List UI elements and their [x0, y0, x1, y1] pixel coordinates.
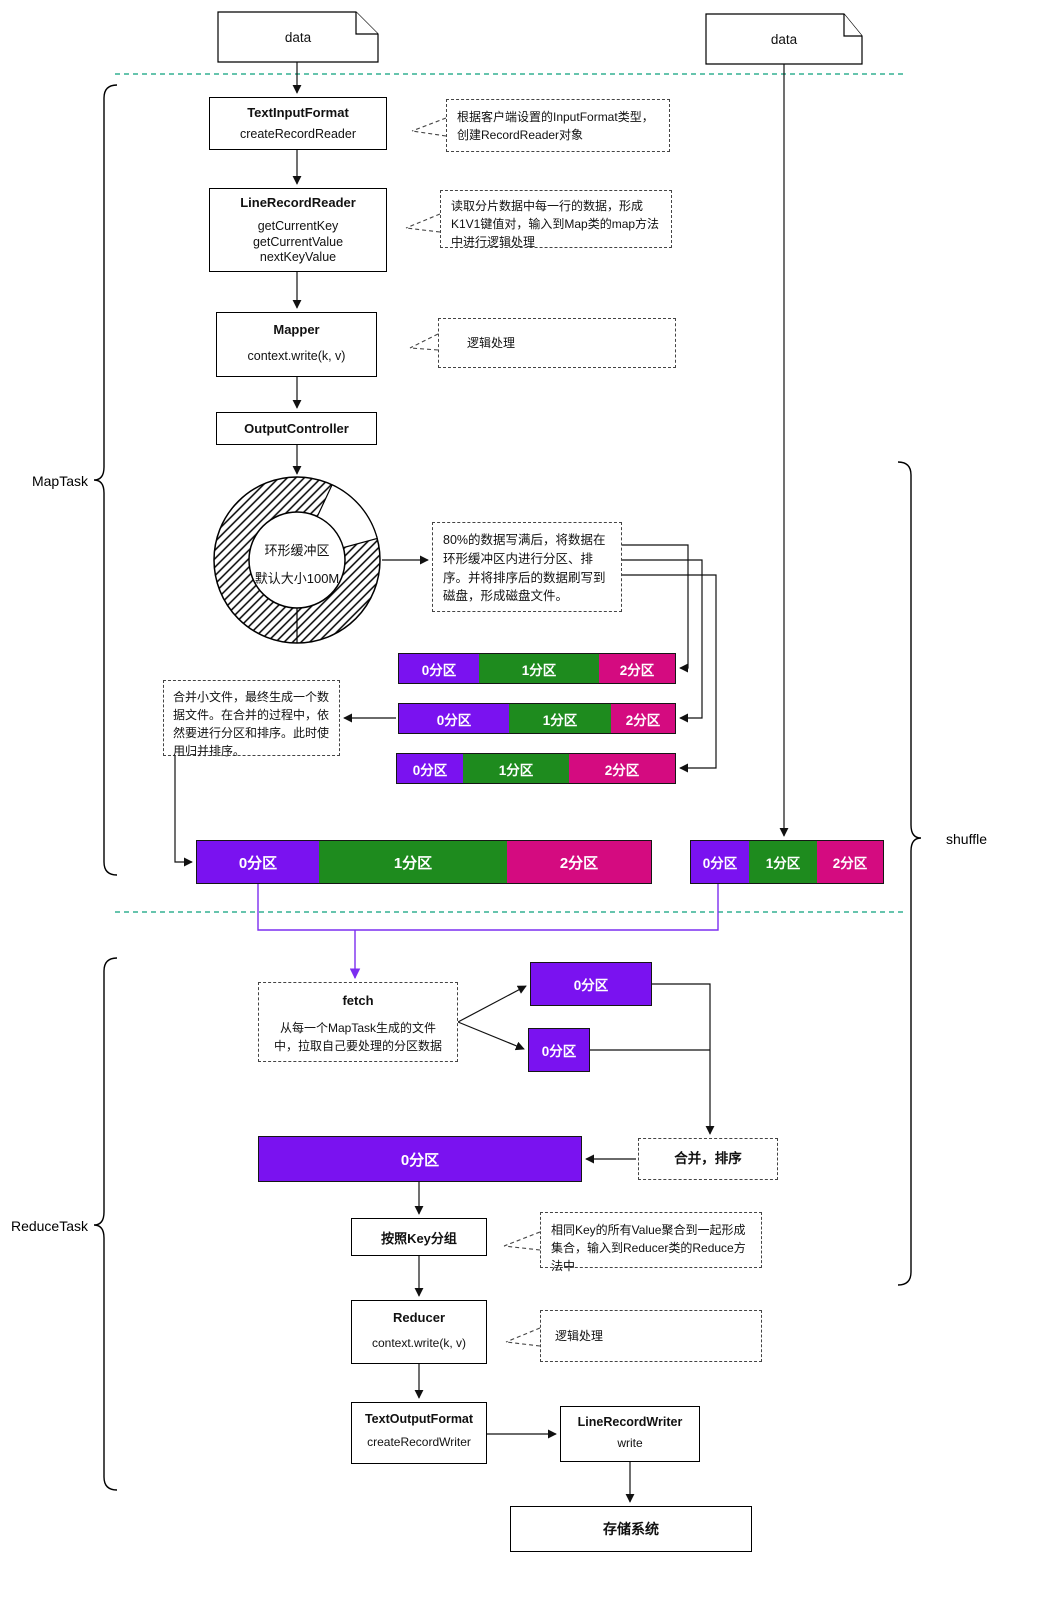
node-title: TextInputFormat [247, 105, 349, 120]
node-title: fetch [342, 993, 374, 1008]
partition-2-segment: 2分区 [569, 754, 675, 783]
node-method: nextKeyValue [259, 250, 337, 265]
spill-file-row-1: 0分区 1分区 2分区 [398, 653, 676, 684]
callout-tails [405, 117, 541, 1347]
node-title: LineRecordWriter [577, 1415, 683, 1429]
node-title: Reducer [392, 1310, 446, 1325]
fetch-description: 从每一个MapTask生成的文件中，拉取自己要处理的分区数据 [273, 1020, 442, 1053]
maptask-brace [93, 84, 118, 876]
ring-buffer-label: 环形缓冲区 [264, 543, 330, 558]
data-file-right-label: data [770, 31, 798, 47]
partition-0-segment: 0分区 [397, 754, 463, 783]
partition-2-segment: 2分区 [599, 654, 675, 683]
partition-0-segment: 0分区 [399, 704, 509, 733]
partition-1-segment: 1分区 [463, 754, 569, 783]
output-controller-node: OutputController [216, 412, 377, 445]
reducetask-label: ReduceTask [10, 1218, 88, 1234]
annotation-record-reader: 读取分片数据中每一行的数据，形成K1V1键值对，输入到Map类的map方法中进行… [440, 190, 672, 249]
partition-1-segment: 1分区 [509, 704, 611, 733]
node-title: OutputController [244, 421, 349, 436]
line-record-writer-node: LineRecordWriter write [560, 1406, 700, 1462]
ring-buffer-donut [213, 476, 381, 644]
node-title: 存储系统 [603, 1521, 659, 1537]
shuffle-label: shuffle [946, 831, 987, 847]
shuffle-connectors [257, 884, 719, 980]
node-title: Mapper [273, 322, 320, 337]
spill-file-row-3: 0分区 1分区 2分区 [396, 753, 676, 784]
data-file-icon-left [217, 11, 379, 63]
node-method: context.write(k, v) [247, 349, 346, 363]
data-file-icon-right [705, 13, 863, 65]
reducetask-brace [93, 957, 118, 1491]
shuffle-brace [897, 461, 922, 1286]
node-title: TextOutputFormat [364, 1412, 474, 1426]
merged-map-output-bar: 0分区 1分区 2分区 [196, 840, 652, 884]
reducer-node: Reducer context.write(k, v) [351, 1300, 487, 1364]
partition-2-segment: 2分区 [611, 704, 675, 733]
node-title: LineRecordReader [240, 195, 356, 210]
partition-0-segment: 0分区 [197, 841, 319, 883]
fetched-partition-box-2: 0分区 [528, 1028, 590, 1072]
fetched-partition-box-1: 0分区 [530, 962, 652, 1006]
data-file-left-label: data [284, 29, 312, 45]
node-method: createRecordReader [239, 127, 357, 141]
annotation-group: 相同Key的所有Value聚合到一起形成集合，输入到Reducer类的Reduc… [540, 1212, 762, 1273]
partition-1-segment: 1分区 [319, 841, 507, 883]
node-method: context.write(k, v) [371, 1336, 467, 1350]
partition-1-segment: 1分区 [749, 841, 817, 883]
partition-0-segment: 0分区 [691, 841, 749, 883]
partition-0-segment: 0分区 [259, 1137, 581, 1181]
merge-sort-node: 合并，排序 [638, 1138, 778, 1180]
node-method: getCurrentValue [252, 234, 344, 249]
partition-0-segment: 0分区 [529, 1029, 589, 1071]
line-record-reader-node: LineRecordReader getCurrentKey getCurren… [209, 188, 387, 272]
partition-2-segment: 2分区 [507, 841, 651, 883]
partition-1-segment: 1分区 [479, 654, 599, 683]
ring-buffer-size-label: 默认大小100M [254, 571, 340, 586]
node-method: getCurrentKey [257, 219, 339, 233]
group-by-key-node: 按照Key分组 [351, 1218, 487, 1256]
partition-2-segment: 2分区 [817, 841, 883, 883]
annotation-merge-files: 合并小文件，最终生成一个数据文件。在合并的过程中，依然要进行分区和排序。此时使用… [163, 680, 340, 758]
mapper-node: Mapper context.write(k, v) [216, 312, 377, 377]
text-output-format-node: TextOutputFormat createRecordWriter [351, 1402, 487, 1464]
node-title: 按照Key分组 [381, 1230, 457, 1246]
partition-0-segment: 0分区 [399, 654, 479, 683]
annotation-mapper-logic: 逻辑处理 [438, 318, 676, 368]
reduce-input-bar: 0分区 [258, 1136, 582, 1182]
node-method: createRecordWriter [367, 1435, 471, 1449]
other-maptask-output-bar: 0分区 1分区 2分区 [690, 840, 884, 884]
partition-0-segment: 0分区 [531, 963, 651, 1005]
spill-file-row-2: 0分区 1分区 2分区 [398, 703, 676, 734]
maptask-label: MapTask [31, 473, 88, 489]
annotation-spill: 80%的数据写满后，将数据在环形缓冲区内进行分区、排序。并将排序后的数据刷写到磁… [432, 522, 622, 612]
text-input-format-node: TextInputFormat createRecordReader [209, 97, 387, 150]
storage-system-node: 存储系统 [510, 1506, 752, 1552]
annotation-reducer-logic: 逻辑处理 [540, 1310, 762, 1362]
annotation-input-format: 根据客户端设置的InputFormat类型，创建RecordReader对象 [446, 99, 670, 152]
node-method: write [617, 1436, 643, 1450]
fetch-node: fetch 从每一个MapTask生成的文件中，拉取自己要处理的分区数据 [258, 982, 458, 1062]
flow-arrows [174, 62, 789, 1503]
